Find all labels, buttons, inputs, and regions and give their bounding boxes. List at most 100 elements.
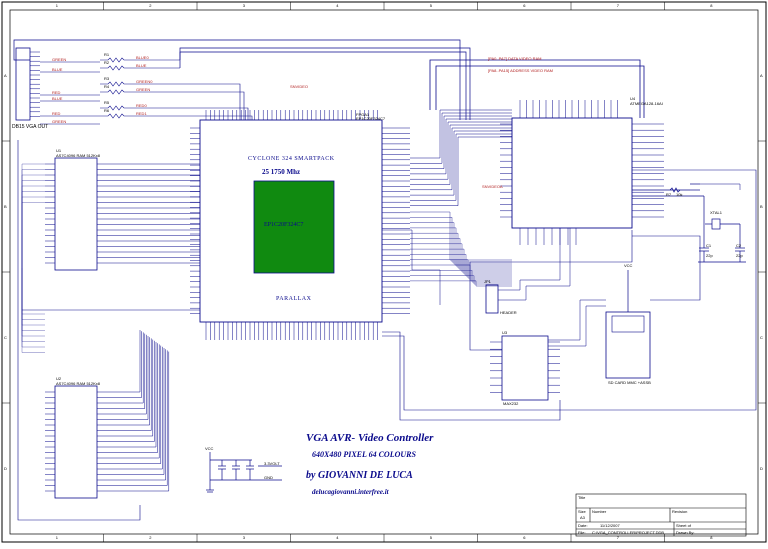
crystal-c2: C2 bbox=[736, 243, 742, 248]
border-column-label: 5 bbox=[429, 3, 432, 8]
resistor-net-label: GREEN0 bbox=[136, 79, 153, 84]
titleblock-drawn: Drawn By: bbox=[676, 530, 695, 535]
fpga-clock-label: 25 1750 Mhz bbox=[262, 168, 301, 176]
sdcard-label: SD CARD MMC +ASSB bbox=[608, 380, 651, 385]
resistor-ref: R3 bbox=[104, 76, 110, 81]
border-column-label: 3 bbox=[242, 3, 245, 8]
ram2-part: AS7C4096 RAM 512Kx8 bbox=[56, 381, 101, 386]
fpga-ref: FPGA1 bbox=[356, 112, 370, 117]
power-section bbox=[206, 452, 282, 493]
resistor-net-label: RED0 bbox=[136, 103, 147, 108]
titleblock-file: File: bbox=[578, 530, 586, 535]
border-row-label: A bbox=[4, 72, 7, 78]
border-column-label: 6 bbox=[523, 3, 526, 8]
fpga-chip-label: EP1C20F324C7 bbox=[264, 222, 304, 228]
jumper-ref: JP1 bbox=[484, 279, 491, 284]
titleblock-size: Size bbox=[578, 509, 586, 514]
border-column-label: 3 bbox=[242, 535, 245, 540]
titleblock-size-value: A3 bbox=[580, 515, 585, 520]
avr-chip bbox=[500, 117, 664, 229]
fpga-chip bbox=[190, 110, 410, 340]
titleblock-title: Title bbox=[578, 495, 586, 500]
fpga-core bbox=[253, 180, 335, 274]
titleblock-file-value: C:\VGA_CONTROLLER\PROJECT.DDB bbox=[592, 530, 665, 535]
titleblock-revision: Revision bbox=[672, 509, 688, 514]
max232-chip bbox=[490, 335, 560, 401]
power-3v3: 3.3VOLT bbox=[264, 461, 280, 466]
border-column-label: 1 bbox=[55, 3, 58, 8]
border-row-label: C bbox=[760, 334, 763, 340]
border-row-label: C bbox=[4, 334, 7, 340]
jumper-note: HEADER bbox=[500, 310, 517, 315]
border-column-label: 2 bbox=[149, 535, 152, 540]
vga-signal-label: GREEN bbox=[52, 119, 67, 124]
avr-net-left: SNVIDEOA bbox=[482, 184, 503, 189]
resistor-net-label: BLUE0 bbox=[136, 55, 149, 60]
border-row-label: B bbox=[4, 203, 7, 209]
avr-bus-label-2: [PA8..PA15] ADDRESS VIDEO RAM bbox=[488, 68, 553, 73]
ram1-part: AS7C4096 RAM 512Kx8 bbox=[56, 153, 101, 158]
border-column-label: 4 bbox=[336, 535, 339, 540]
title-block bbox=[575, 493, 747, 537]
border-column-label: 8 bbox=[710, 535, 713, 540]
vga-connector-label: DB15 VGA OUT bbox=[12, 124, 49, 130]
border-column-label: 8 bbox=[710, 3, 713, 8]
crystal-c1-value: 22p bbox=[706, 253, 713, 258]
vga-connector bbox=[15, 47, 40, 121]
resistor-net-label: GREEN bbox=[136, 87, 151, 92]
fpga-top-label: CYCLONE 324 SMARTPACK bbox=[248, 156, 335, 162]
crystal-c1: C1 bbox=[706, 243, 712, 248]
resistor-ref: R2 bbox=[104, 60, 110, 65]
fpga-bottom-label: PARALLAX bbox=[276, 296, 312, 302]
ram1-ref: U1 bbox=[56, 148, 62, 153]
border-row-label: D bbox=[4, 465, 7, 471]
border-row-label: D bbox=[760, 465, 763, 471]
design-website: delucagiovanni.interfree.it bbox=[312, 488, 389, 496]
titleblock-date: Date: bbox=[578, 523, 588, 528]
fpga-net-top: SNVIDEO bbox=[290, 84, 309, 89]
avr-part: ATMEGA128-16AI bbox=[630, 101, 663, 106]
ram-u2-chip bbox=[45, 385, 111, 499]
border-column-label: 7 bbox=[616, 3, 619, 8]
vga-signal-label: GREEN bbox=[52, 57, 67, 62]
ram-u1-chip bbox=[45, 157, 111, 271]
vga-signal-label: BLUE bbox=[52, 96, 63, 101]
border-column-label: 6 bbox=[523, 535, 526, 540]
vga-signal-label: RED bbox=[52, 111, 61, 116]
max232-ref: U3 bbox=[502, 330, 508, 335]
ram2-ref: U2 bbox=[56, 376, 62, 381]
border-column-label: 5 bbox=[429, 535, 432, 540]
power-vcc: VCC bbox=[205, 446, 214, 451]
design-title: VGA AVR- Video Controller bbox=[306, 432, 434, 444]
max232-part: MAX232 bbox=[503, 401, 519, 406]
crystal-c2-value: 22p bbox=[736, 253, 743, 258]
avr-bus-label-1: [PA0..PA7] DATA VIDEO RAM bbox=[488, 56, 542, 61]
sdcard-vcc: VCC bbox=[624, 263, 633, 268]
jumper-header bbox=[485, 284, 499, 314]
design-subtitle: 640X480 PIXEL 64 COLOURS bbox=[312, 450, 416, 459]
border-column-label: 2 bbox=[149, 3, 152, 8]
border-row-label: B bbox=[760, 203, 763, 209]
titleblock-date-value: 11/12/2007 bbox=[600, 523, 620, 528]
crystal-ref: XTAL1 bbox=[710, 210, 722, 215]
titleblock-sheet: Sheet of bbox=[676, 523, 691, 528]
resistor-ref: R6 bbox=[104, 108, 110, 113]
fpga-part: EP1C20F324C7 bbox=[356, 116, 386, 121]
vga-signal-label: BLUE bbox=[52, 67, 63, 72]
resistor-net-label: BLUE bbox=[136, 63, 147, 68]
border-ticks bbox=[2, 2, 766, 542]
border-column-label: 7 bbox=[616, 535, 619, 540]
resistor-ref: R5 bbox=[104, 100, 110, 105]
crystal-r: R7 bbox=[666, 192, 672, 197]
sdcard-socket bbox=[605, 270, 651, 379]
resistor-net-label: RED1 bbox=[136, 111, 147, 116]
border-row-label: A bbox=[760, 72, 763, 78]
border-column-label: 1 bbox=[55, 535, 58, 540]
power-gnd: GND bbox=[264, 475, 273, 480]
border-column-label: 4 bbox=[336, 3, 339, 8]
resistor-ref: R1 bbox=[104, 52, 110, 57]
vga-signal-label: RED bbox=[52, 90, 61, 95]
crystal-circuit bbox=[632, 183, 746, 263]
